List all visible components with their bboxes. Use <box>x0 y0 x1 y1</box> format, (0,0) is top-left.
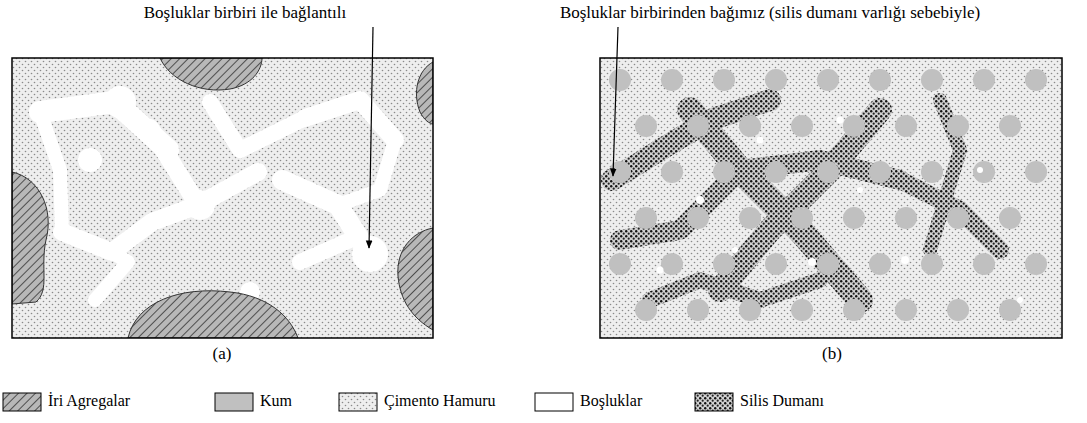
sand-grain <box>947 207 969 229</box>
sand-grain <box>947 115 969 137</box>
panel-label: (b) <box>822 344 842 364</box>
annotation-text: Boşluklar birbiri ile bağlantılı <box>144 3 347 23</box>
legend-text: Çimento Hamuru <box>384 391 496 411</box>
sand-grain <box>973 253 995 275</box>
sand-grain <box>817 253 839 275</box>
sand-grain <box>661 69 683 91</box>
sand-grain <box>661 253 683 275</box>
sand-grain <box>1025 161 1047 183</box>
sand-grain <box>999 207 1021 229</box>
sand-grain <box>895 115 917 137</box>
legend-swatch <box>694 392 734 412</box>
sand-grain <box>817 161 839 183</box>
silica-fume-network <box>612 100 1000 300</box>
leader-arrow <box>613 27 618 176</box>
legend-text: Boşluklar <box>580 391 642 411</box>
sand-grain <box>609 253 631 275</box>
sand-grain <box>843 115 865 137</box>
sand-grain <box>869 161 891 183</box>
leader-arrow <box>369 27 373 248</box>
sand-grain <box>921 69 943 91</box>
sand-grain <box>713 69 735 91</box>
sand-grain <box>973 69 995 91</box>
sand-grain <box>791 207 813 229</box>
sand-grain <box>843 207 865 229</box>
sand-grain <box>661 161 683 183</box>
legend-swatch <box>2 392 42 412</box>
sand-grain <box>739 115 761 137</box>
sand-grain <box>999 115 1021 137</box>
sand-grain <box>1025 69 1047 91</box>
legend-swatch <box>534 392 574 412</box>
legend-swatch <box>338 392 378 412</box>
sand-grain <box>687 299 709 321</box>
sand-grain <box>765 69 787 91</box>
legend-text: Silis Dumanı <box>740 391 824 411</box>
sand-grain <box>713 161 735 183</box>
sand-grain <box>791 115 813 137</box>
sand-grain <box>921 253 943 275</box>
sand-grain <box>1025 253 1047 275</box>
sand-grain <box>739 207 761 229</box>
sand-grain <box>635 207 657 229</box>
sand-grain <box>635 115 657 137</box>
sand-grain <box>869 253 891 275</box>
sand-grain <box>895 207 917 229</box>
sand-grain <box>609 69 631 91</box>
legend-swatch <box>214 392 254 412</box>
sand-grain <box>765 253 787 275</box>
sand-grain <box>739 299 761 321</box>
void-blobs <box>78 86 388 302</box>
sand-grain <box>609 161 631 183</box>
sand-grain <box>635 299 657 321</box>
sand-grain <box>687 207 709 229</box>
sand-grain <box>947 299 969 321</box>
panel-label: (a) <box>213 344 232 364</box>
isolated-voids <box>657 117 1024 304</box>
connected-voids <box>40 100 395 300</box>
sand-grain <box>843 299 865 321</box>
sand-grain <box>817 69 839 91</box>
sand-grains <box>609 69 1047 321</box>
sand-grain <box>687 115 709 137</box>
annotation-text: Boşluklar birbirinden bağımız (silis dum… <box>560 3 980 23</box>
sand-grain <box>791 299 813 321</box>
sand-grain <box>973 161 995 183</box>
panel-b <box>600 58 1062 338</box>
sand-grain <box>921 161 943 183</box>
sand-grain <box>713 253 735 275</box>
sand-grain <box>999 299 1021 321</box>
legend-text: Kum <box>260 391 292 411</box>
sand-grain <box>895 299 917 321</box>
sand-grain <box>869 69 891 91</box>
legend-text: İri Agregalar <box>48 391 130 411</box>
sand-grain <box>765 161 787 183</box>
